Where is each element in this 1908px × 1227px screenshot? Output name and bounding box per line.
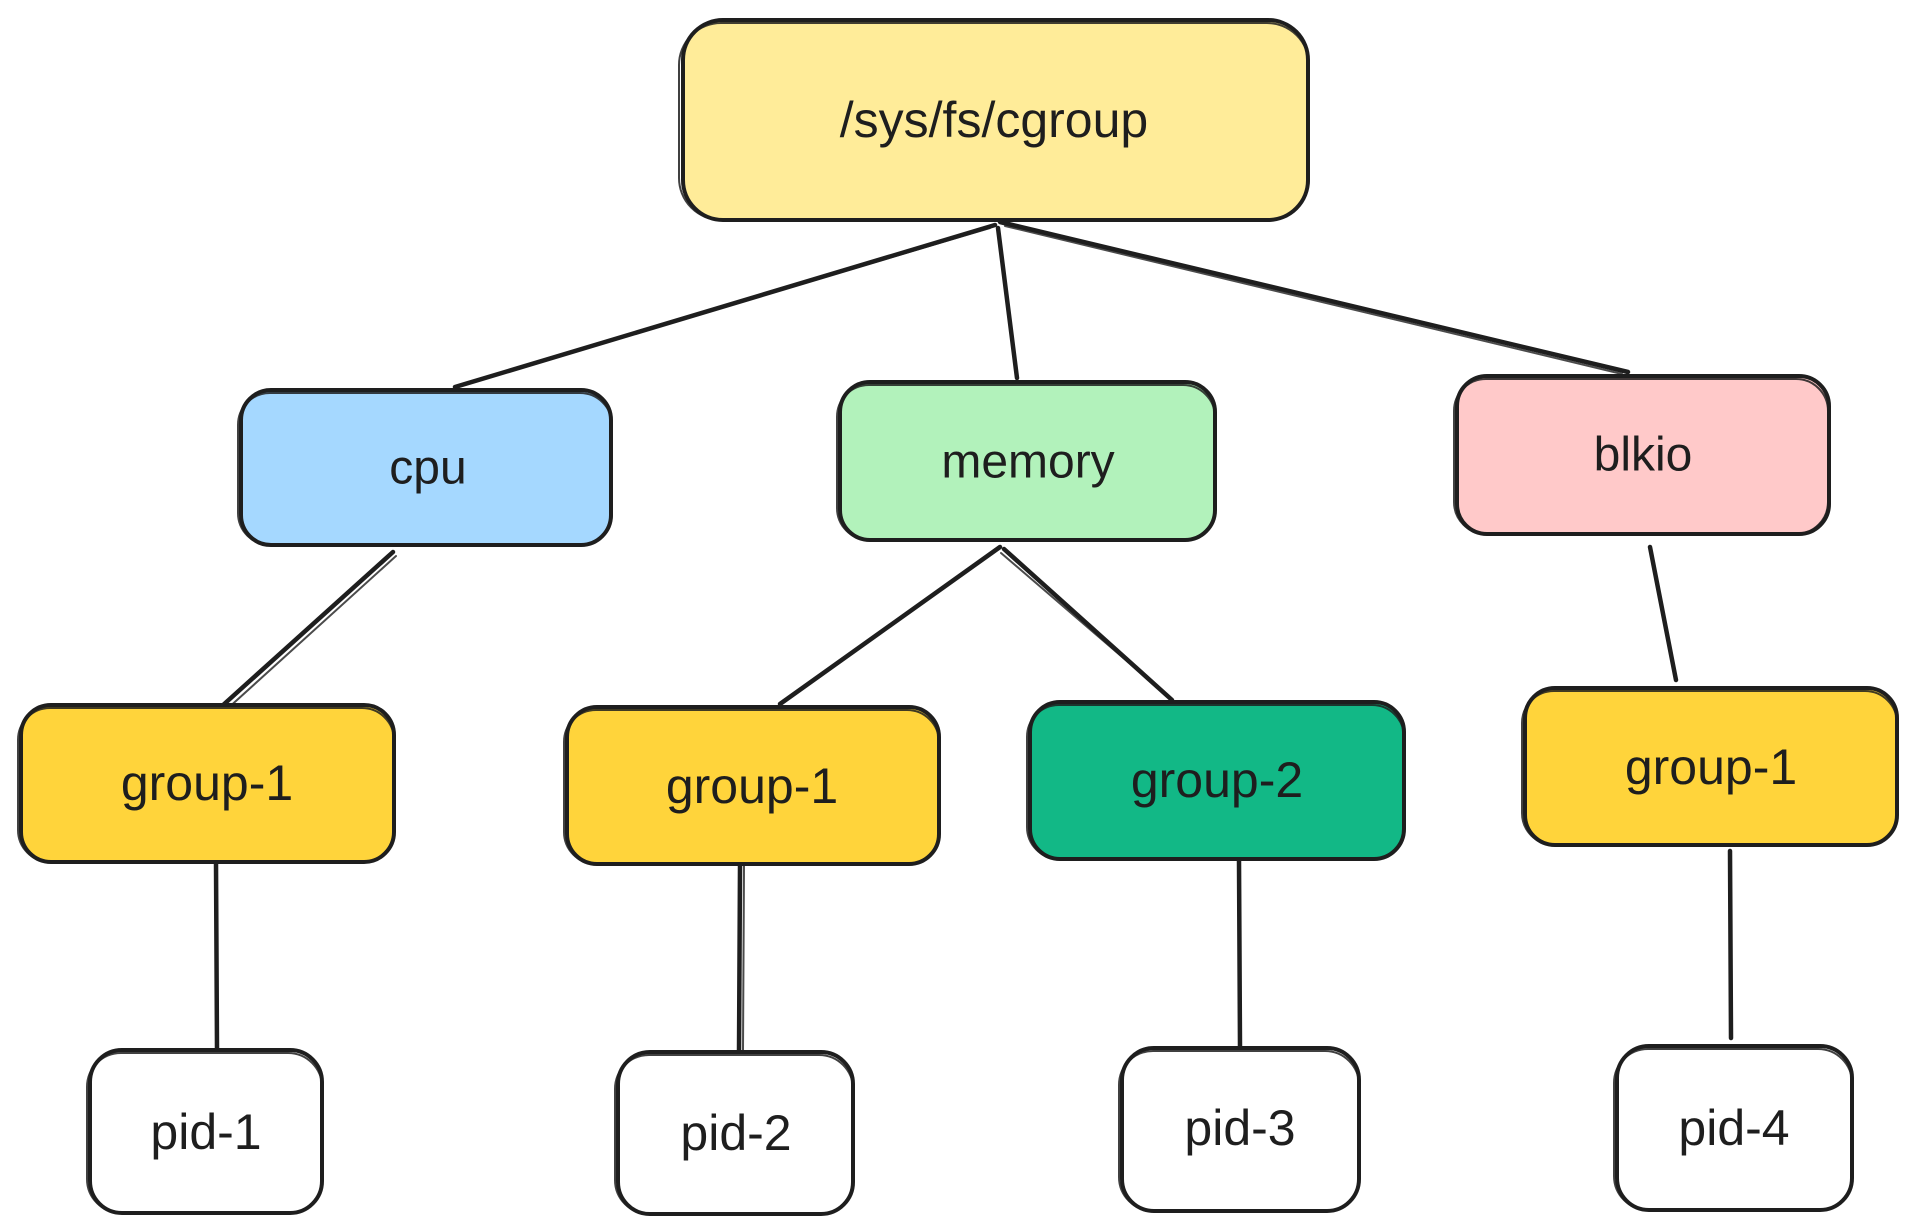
node-pid-3: pid-3 xyxy=(1118,1046,1361,1213)
node-memory-label: memory xyxy=(941,436,1114,489)
node-memory-group-1: group-1 xyxy=(563,705,941,866)
edges xyxy=(213,219,1734,1055)
edge-cpu-group1-pid1 xyxy=(213,860,220,1053)
node-pid-2: pid-2 xyxy=(614,1050,855,1216)
edge-root-blkio xyxy=(997,219,1631,375)
node-memory-group-2-label: group-2 xyxy=(1131,752,1303,808)
edge-blkio-group1-pid4 xyxy=(1727,848,1734,1041)
edge-memory-group2 xyxy=(1000,546,1178,705)
node-cpu-group-1-label: group-1 xyxy=(121,755,293,811)
nodes: /sys/fs/cgroup cpu memory blkio group-1 xyxy=(17,18,1899,1216)
node-cpu-group-1: group-1 xyxy=(17,703,396,864)
edge-root-memory xyxy=(995,225,1020,381)
node-pid-1: pid-1 xyxy=(86,1048,324,1215)
node-pid-4-label: pid-4 xyxy=(1678,1100,1789,1156)
node-memory-group-2: group-2 xyxy=(1026,700,1406,861)
node-root-label: /sys/fs/cgroup xyxy=(840,92,1148,148)
node-root: /sys/fs/cgroup xyxy=(678,18,1310,222)
node-pid-2-label: pid-2 xyxy=(680,1105,791,1161)
node-pid-4: pid-4 xyxy=(1613,1044,1854,1212)
node-pid-1-label: pid-1 xyxy=(150,1104,261,1160)
node-blkio-group-1: group-1 xyxy=(1521,686,1899,847)
edge-blkio-group1 xyxy=(1647,544,1679,683)
node-cpu-label: cpu xyxy=(389,442,466,495)
edge-memory-group1-pid2 xyxy=(736,863,745,1055)
node-memory: memory xyxy=(836,380,1217,542)
node-blkio-label: blkio xyxy=(1594,429,1693,482)
node-memory-group-1-label: group-1 xyxy=(666,758,838,814)
node-cpu: cpu xyxy=(237,388,613,547)
node-blkio-group-1-label: group-1 xyxy=(1625,739,1797,795)
node-pid-3-label: pid-3 xyxy=(1184,1100,1295,1156)
edge-memory-group2-pid3 xyxy=(1236,858,1243,1051)
node-blkio: blkio xyxy=(1453,374,1831,536)
edge-root-cpu xyxy=(452,222,998,390)
edge-memory-group1 xyxy=(777,544,1003,707)
edge-cpu-group1 xyxy=(219,549,397,711)
